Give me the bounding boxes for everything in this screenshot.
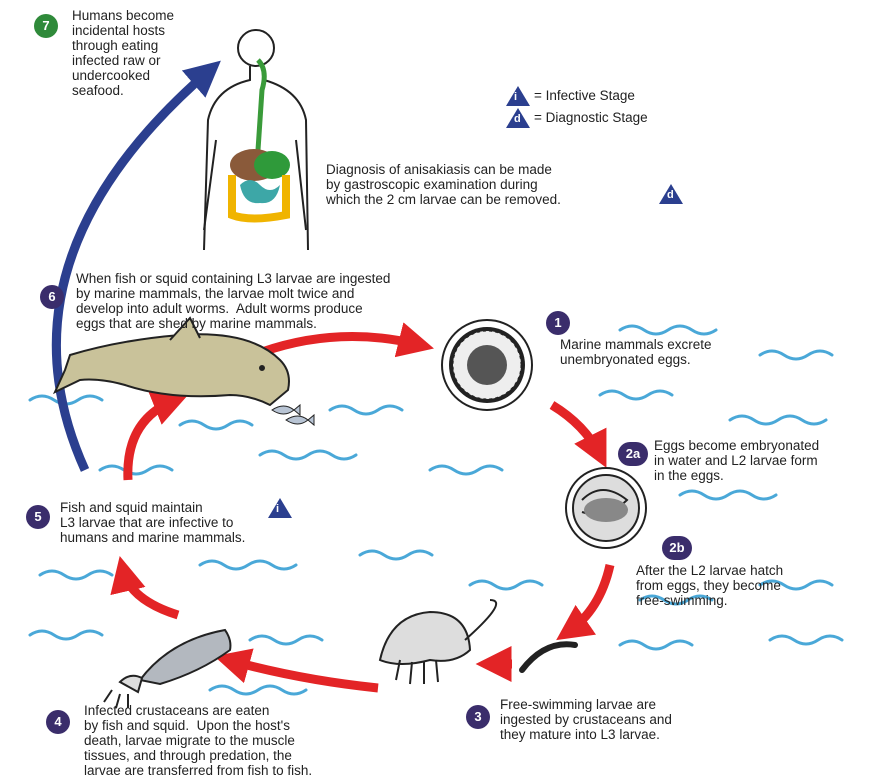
legend-diagnostic-label: = Diagnostic Stage xyxy=(534,110,648,125)
crustacean xyxy=(380,600,496,684)
step-1-badge: 1 xyxy=(546,311,570,335)
step-5-badge: 5 xyxy=(26,505,50,529)
step-2a-badge: 2a xyxy=(618,442,648,466)
step-4-badge: 4 xyxy=(46,710,70,734)
step-6-badge: 6 xyxy=(40,285,64,309)
unembryonated-egg xyxy=(442,320,532,410)
step-7-badge: 7 xyxy=(34,14,58,38)
legend-infective-label: = Infective Stage xyxy=(534,88,635,103)
step-1-text: Marine mammals excrete unembryonated egg… xyxy=(560,337,712,367)
diagnostic-stage-marker-icon: d xyxy=(659,184,683,204)
embryonated-egg xyxy=(566,468,646,548)
fish-and-squid xyxy=(104,630,230,708)
infective-stage-icon: i xyxy=(506,86,530,106)
step-3-text: Free-swimming larvae are ingested by cru… xyxy=(500,697,672,742)
step-4-text: Infected crustaceans are eaten by fish a… xyxy=(84,703,312,776)
dolphin xyxy=(55,318,289,405)
human-transmission-arrow xyxy=(56,70,210,470)
step-6-text: When fish or squid containing L3 larvae … xyxy=(76,271,390,331)
step-2b-badge: 2b xyxy=(662,536,692,560)
diagnostic-stage-icon: d xyxy=(506,108,530,128)
step-2a-text: Eggs become embryonated in water and L2 … xyxy=(654,438,819,483)
free-swimming-larva xyxy=(522,644,575,670)
step-2b-text: After the L2 larvae hatch from eggs, the… xyxy=(636,563,783,608)
small-fish xyxy=(272,405,314,425)
step-7-text: Humans become incidental hosts through e… xyxy=(72,8,174,98)
infective-stage-marker-icon: i xyxy=(268,498,292,518)
step-5-text: Fish and squid maintain L3 larvae that a… xyxy=(60,500,245,545)
step-3-badge: 3 xyxy=(466,705,490,729)
diagnosis-text: Diagnosis of anisakiasis can be made by … xyxy=(326,162,561,207)
